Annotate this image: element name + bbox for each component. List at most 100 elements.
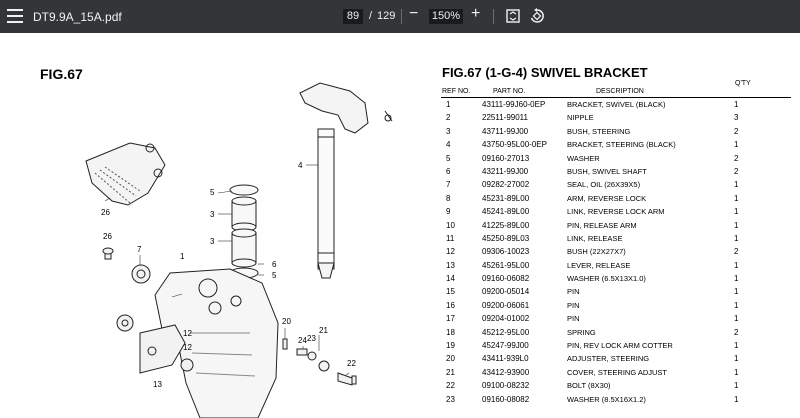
pdf-page: FIG.67 xyxy=(0,33,800,418)
row-qty: 1 xyxy=(734,233,739,243)
row-description: PIN, RELEASE ARM xyxy=(567,220,637,230)
row-part-no: 45231-89L00 xyxy=(482,193,530,203)
exploded-parts-diagram: 26 5 3 3 4 26 7 1 6 5 12 12 13 20 24 23 … xyxy=(85,82,393,418)
row-description: PIN xyxy=(567,314,580,324)
fit-to-page-icon[interactable] xyxy=(506,9,520,23)
row-part-no: 09200-06061 xyxy=(482,300,530,310)
row-description: PIN, REV LOCK ARM COTTER xyxy=(567,341,673,351)
page-number-input[interactable]: 89 xyxy=(343,9,363,24)
row-part-no: 43111-99J60-0EP xyxy=(482,100,546,109)
row-qty: 2 xyxy=(734,166,739,176)
row-part-no: 22511-99011 xyxy=(482,113,528,123)
callout-12: 12 xyxy=(183,343,192,352)
row-part-no: 45212-95L00 xyxy=(482,327,530,337)
row-ref-no: 5 xyxy=(446,153,451,163)
row-qty: 1 xyxy=(734,394,739,404)
row-description: BUSH, SWIVEL SHAFT xyxy=(567,166,647,176)
row-description: WASHER xyxy=(567,153,600,163)
row-ref-no: 3 xyxy=(446,126,451,136)
row-qty: 1 xyxy=(734,341,739,351)
toolbar-divider xyxy=(401,9,402,24)
row-part-no: 43711-99J00 xyxy=(482,126,529,136)
table-row: 15 09200-05014 PIN 1 xyxy=(441,285,791,298)
row-description: SPRING xyxy=(567,327,596,337)
table-row: 11 45250-89L03 LINK, RELEASE 1 xyxy=(441,232,791,245)
callout-24: 24 xyxy=(298,336,307,345)
row-qty: 1 xyxy=(734,140,739,150)
callout-22: 22 xyxy=(347,359,356,368)
row-ref-no: 11 xyxy=(446,233,455,243)
row-ref-no: 15 xyxy=(446,287,455,297)
header-description: DESCRIPTION xyxy=(596,88,644,95)
row-part-no: 09200-05014 xyxy=(482,287,530,297)
row-description: BRACKET, SWIVEL (BLACK) xyxy=(567,100,666,109)
header-ref-no: REF NO. xyxy=(442,88,471,95)
row-ref-no: 12 xyxy=(446,247,455,257)
row-qty: 2 xyxy=(734,247,739,257)
row-ref-no: 19 xyxy=(446,341,455,351)
row-ref-no: 13 xyxy=(446,260,455,270)
callout-1: 1 xyxy=(180,252,185,261)
callout-7: 7 xyxy=(137,245,142,254)
row-description: LINK, RELEASE xyxy=(567,233,623,243)
row-qty: 1 xyxy=(734,287,739,297)
row-description: ADJUSTER, STEERING xyxy=(567,354,650,364)
row-part-no: 41225-89L00 xyxy=(482,220,530,230)
header-part-no: PART NO. xyxy=(493,88,526,95)
row-qty: 1 xyxy=(734,220,739,230)
row-qty: 1 xyxy=(734,260,739,270)
part-7-drawing xyxy=(131,264,151,284)
row-ref-no: 17 xyxy=(446,314,455,324)
part-26-bolt-drawing xyxy=(102,247,114,260)
row-ref-no: 21 xyxy=(446,367,455,377)
zoom-level-input[interactable]: 150% xyxy=(429,9,463,24)
row-part-no: 45250-89L03 xyxy=(482,233,530,243)
row-ref-no: 20 xyxy=(446,354,455,364)
row-qty: 1 xyxy=(734,354,739,364)
row-qty: 1 xyxy=(734,274,739,284)
row-description: ARM, REVERSE LOCK xyxy=(567,193,647,203)
row-description: PIN xyxy=(567,287,580,297)
callout-4: 4 xyxy=(298,161,303,170)
row-ref-no: 8 xyxy=(446,193,451,203)
adjuster-parts-drawing xyxy=(282,338,357,386)
row-ref-no: 16 xyxy=(446,300,455,310)
part-12-13-drawing xyxy=(116,314,194,374)
table-row: 19 45247-99J00 PIN, REV LOCK ARM COTTER 1 xyxy=(441,339,791,352)
rotate-icon[interactable] xyxy=(529,8,545,24)
row-qty: 3 xyxy=(734,113,739,123)
zoom-in-button[interactable]: + xyxy=(471,5,481,22)
row-part-no: 43411-939L0 xyxy=(482,354,529,364)
row-part-no: 09100-08232 xyxy=(482,381,530,391)
callout-20: 20 xyxy=(282,317,291,326)
row-part-no: 43211-99J00 xyxy=(482,166,529,176)
row-part-no: 45247-99J00 xyxy=(482,341,529,351)
zoom-out-button[interactable]: − xyxy=(409,5,419,22)
row-description: WASHER (8.5X16X1.2) xyxy=(567,394,646,404)
row-description: LINK, REVERSE LOCK ARM xyxy=(567,207,665,217)
row-ref-no: 2 xyxy=(446,113,451,123)
row-qty: 1 xyxy=(734,207,739,217)
row-part-no: 09306-10023 xyxy=(482,247,530,257)
row-ref-no: 23 xyxy=(446,394,455,404)
row-description: BOLT (8X30) xyxy=(567,381,611,391)
row-description: LEVER, RELEASE xyxy=(567,260,631,270)
row-description: BUSH, STEERING xyxy=(567,126,631,136)
table-header: REF NO. PART NO. DESCRIPTION Q'TY xyxy=(441,79,791,98)
row-qty: 1 xyxy=(734,100,739,109)
row-part-no: 09160-27013 xyxy=(482,153,530,163)
toolbar-divider xyxy=(493,9,494,24)
menu-icon[interactable] xyxy=(7,9,23,24)
row-ref-no: 4 xyxy=(446,140,451,150)
row-part-no: 45241-89L00 xyxy=(482,207,530,217)
